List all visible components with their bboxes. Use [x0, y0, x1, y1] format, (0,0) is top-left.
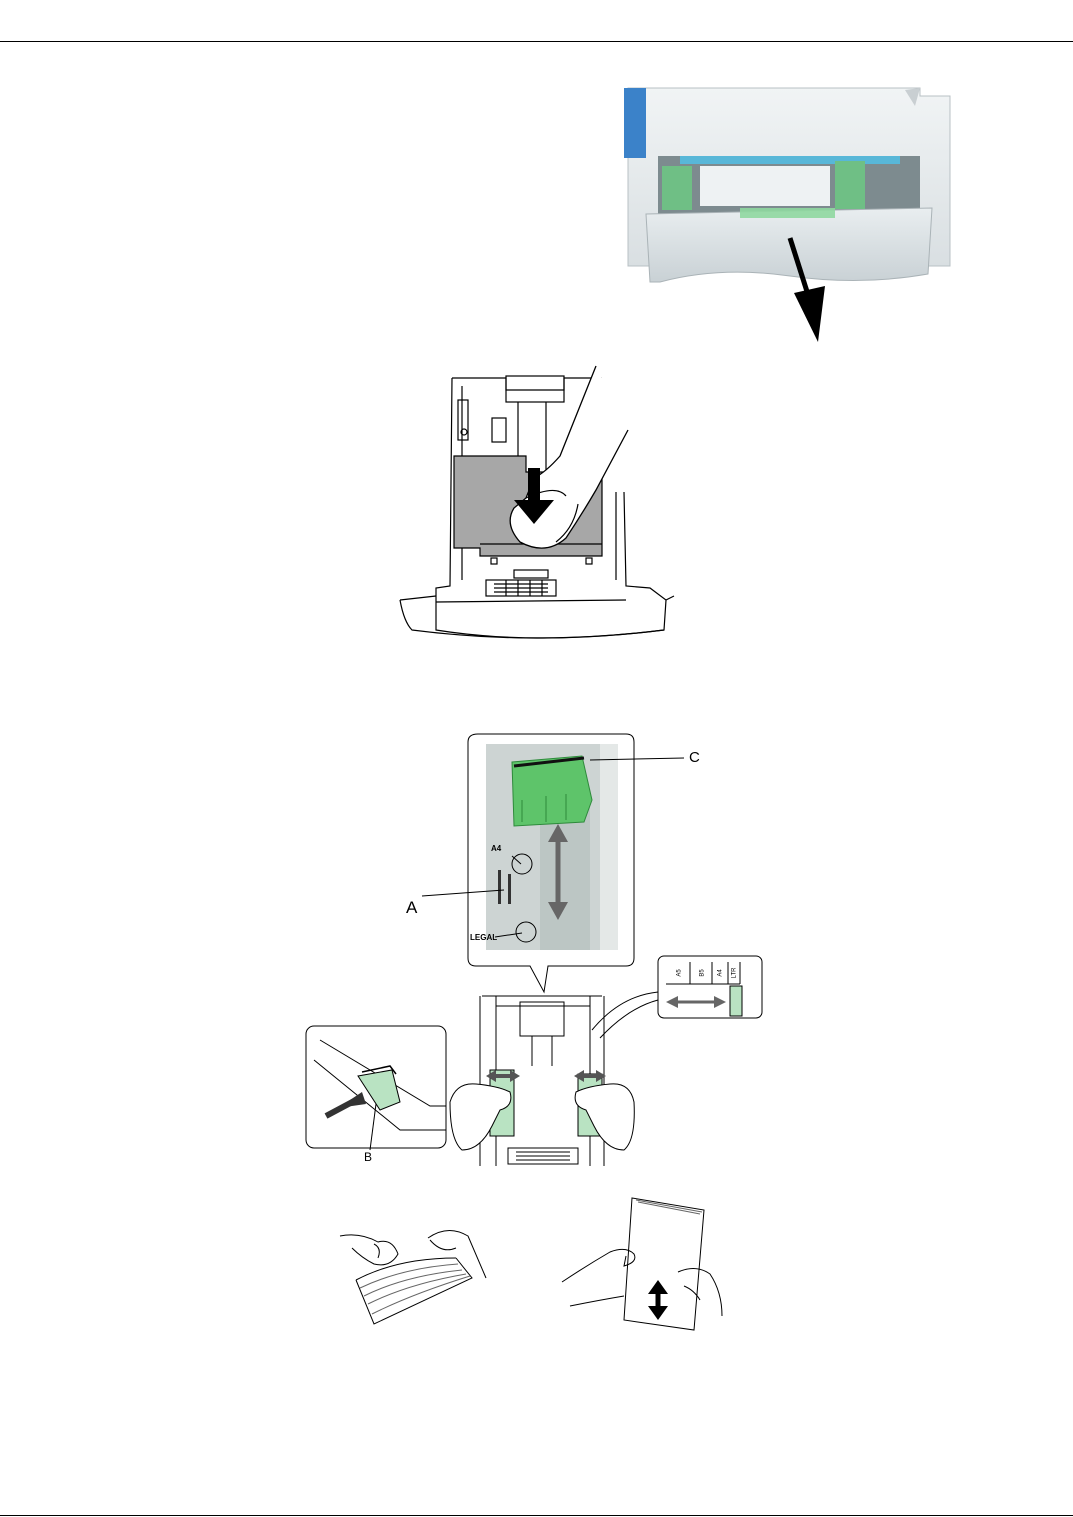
callout-c: C — [689, 750, 700, 765]
scale-label-a5: A5 — [677, 969, 683, 976]
paper-fan-drawing — [338, 1218, 488, 1328]
footer-rule — [0, 1515, 1073, 1516]
inset-label-legal: LEGAL — [470, 934, 497, 942]
tray-press-plate-drawing — [396, 360, 680, 642]
callout-b: B — [364, 1151, 372, 1163]
scale-label-a4: A4 — [718, 969, 724, 976]
callout-a: A — [406, 899, 417, 916]
tray-pullout-photo — [620, 86, 965, 346]
inset-label-a4: A4 — [491, 845, 501, 853]
header-rule — [0, 41, 1073, 42]
scale-label-b5: B5 — [700, 969, 706, 976]
guides-adjust-figure — [300, 730, 770, 1170]
scale-label-ltr: LTR — [731, 968, 737, 979]
paper-square-drawing — [560, 1196, 730, 1336]
